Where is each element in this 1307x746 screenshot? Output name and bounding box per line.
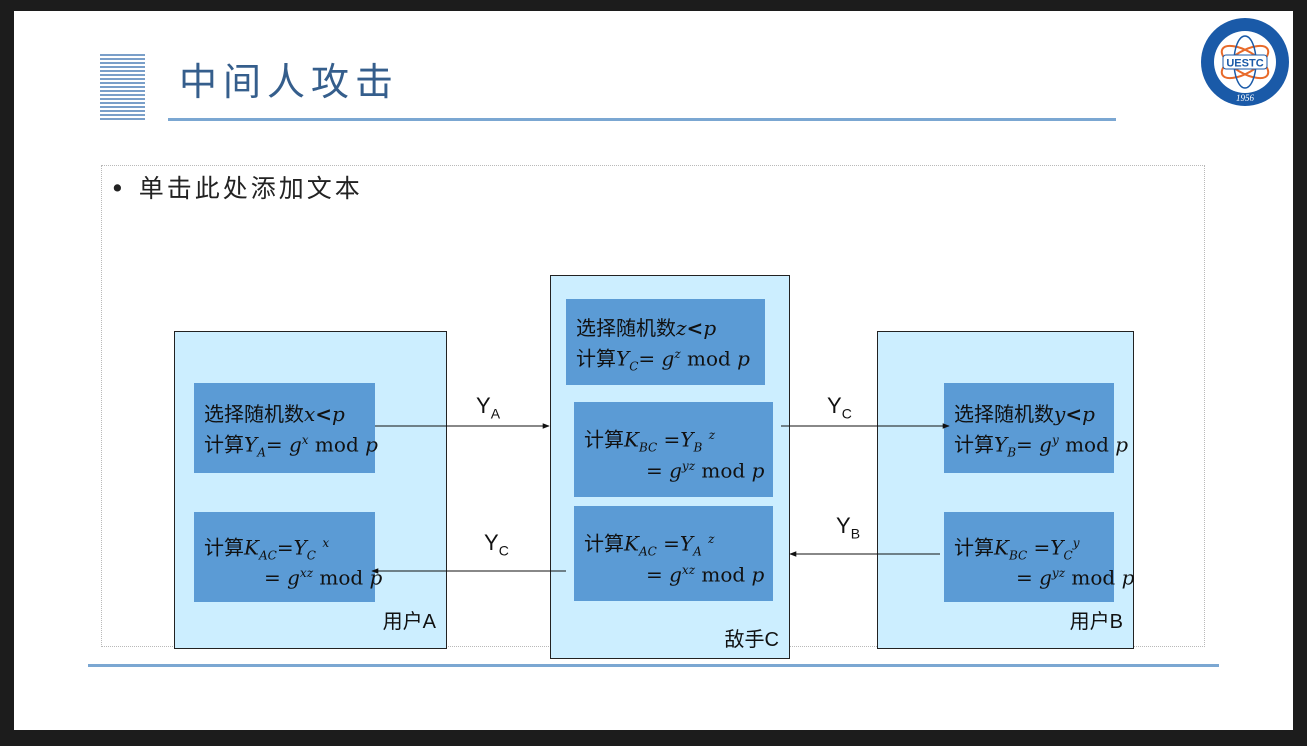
bottom-rule: [88, 664, 1219, 667]
panel-label-adversary: 敌手C: [724, 629, 779, 651]
box-c-key-bc: 计算KBC =YB z = gyz mod p: [574, 402, 773, 497]
slide: 中间人攻击 UESTC 1956 • 单击此处添加文本 用户A 敌手C 用户B …: [14, 11, 1293, 730]
arrow-label-b-to-c: YB: [836, 513, 861, 542]
bullet-text[interactable]: • 单击此处添加文本: [110, 174, 363, 203]
title-stripes-decoration: [100, 54, 145, 122]
message-arrows: [371, 423, 950, 574]
box-a-compute-line: 计算YA= gx mod p: [204, 432, 378, 460]
box-a-key-line2: = gxz mod p: [264, 565, 383, 590]
box-b-key-line2: = gyz mod p: [1016, 565, 1135, 590]
box-c-compute-line: 计算YC= gz mod p: [576, 346, 750, 374]
box-b-key-line1: 计算KBC =YCy: [954, 535, 1080, 563]
slide-title[interactable]: 中间人攻击: [179, 60, 400, 104]
box-c-select-line1: 选择随机数z<p: [576, 316, 717, 340]
box-b-select: 选择随机数y<p 计算YB= gy mod p: [944, 383, 1128, 473]
box-c-key-ac: 计算KAC =YA z = gxz mod p: [574, 506, 773, 601]
box-c-key-bc-line1: 计算KBC =YB z: [584, 427, 716, 455]
box-a-select: 选择随机数x<p 计算YA= gx mod p: [194, 383, 378, 473]
logo-year: 1956: [1236, 93, 1255, 103]
box-a-select-line1: 选择随机数x<p: [204, 402, 345, 426]
box-b-select-line1: 选择随机数y<p: [954, 402, 1095, 426]
arrow-label-a-to-c: YA: [476, 393, 501, 422]
arrow-label-c-to-a: YC: [484, 530, 509, 559]
panel-label-user-b: 用户B: [1069, 611, 1123, 633]
arrow-label-c-to-b: YC: [827, 393, 852, 422]
uestc-logo-icon: UESTC 1956: [1201, 18, 1289, 106]
box-c-key-ac-line1: 计算KAC =YA z: [584, 531, 715, 559]
logo-text: UESTC: [1226, 58, 1263, 70]
box-c-key-bc-line2: = gyz mod p: [646, 458, 765, 483]
panel-label-user-a: 用户A: [382, 611, 436, 633]
title-rule: [168, 118, 1116, 121]
box-a-key: 计算KAC=YC x = gxz mod p: [194, 512, 382, 602]
box-c-key-ac-line2: = gxz mod p: [646, 562, 765, 587]
box-b-key: 计算KBC =YCy = gyz mod p: [944, 512, 1134, 602]
box-a-key-line1: 计算KAC=YC x: [204, 535, 330, 563]
box-c-select: 选择随机数z<p 计算YC= gz mod p: [566, 299, 765, 385]
bullet-label[interactable]: 单击此处添加文本: [138, 174, 363, 203]
box-b-compute-line: 计算YB= gy mod p: [954, 432, 1129, 460]
